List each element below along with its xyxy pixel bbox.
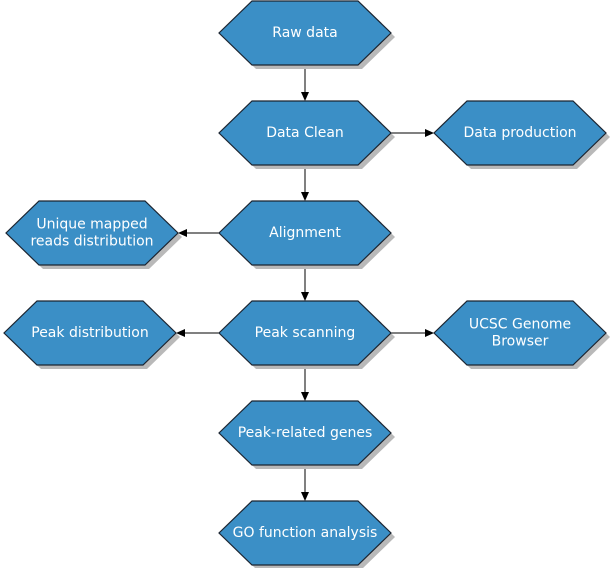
edge-arrow (391, 129, 434, 137)
node-data-production: Data production (433, 100, 610, 169)
node-label: Alignment (269, 225, 341, 241)
edge-arrowhead (301, 392, 309, 401)
edge-arrowhead (301, 92, 309, 101)
edge-arrowhead (425, 129, 434, 137)
edge-arrowhead (301, 492, 309, 501)
node-alignment: Alignment (218, 200, 395, 269)
edge-arrowhead (301, 192, 309, 201)
node-hexagon (218, 400, 392, 466)
node-raw-data: Raw data (218, 0, 395, 69)
node-label: Peak-related genes (238, 425, 373, 441)
edges-layer (176, 65, 434, 568)
node-hexagon (5, 200, 179, 266)
node-hexagon (218, 300, 392, 366)
edge-arrowhead (176, 329, 185, 337)
edge-arrow (301, 265, 309, 301)
node-label: Unique mapped (36, 217, 147, 233)
node-label: Raw data (272, 25, 337, 41)
edge-arrow (301, 165, 309, 201)
node-label: reads distribution (30, 234, 153, 250)
node-peak-related-genes: Peak-related genes (218, 400, 395, 469)
node-hexagon (433, 300, 607, 366)
edge-arrow (176, 329, 219, 337)
edge-arrow (178, 229, 219, 237)
node-go-function-analysis: GO function analysis (218, 500, 395, 568)
node-hexagon (433, 100, 607, 166)
node-label: UCSC Genome (469, 317, 571, 333)
node-peak-scanning: Peak scanning (218, 300, 395, 369)
node-hexagon (218, 0, 392, 66)
edge-arrow (301, 465, 309, 501)
edge-arrowhead (301, 292, 309, 301)
node-label: Data production (463, 125, 576, 141)
node-label: Peak distribution (31, 325, 148, 341)
node-label: Browser (492, 334, 549, 350)
edge-arrow (391, 329, 434, 337)
node-peak-distribution: Peak distribution (3, 300, 180, 369)
node-hexagon (218, 200, 392, 266)
edge-arrowhead (178, 229, 187, 237)
node-hexagon (218, 500, 392, 566)
node-hexagon (218, 100, 392, 166)
node-hexagon (3, 300, 177, 366)
node-data-clean: Data Clean (218, 100, 395, 169)
edge-arrow (301, 65, 309, 101)
edge-arrow (301, 365, 309, 401)
node-label: GO function analysis (233, 525, 378, 541)
node-label: Peak scanning (255, 325, 356, 341)
edge-arrowhead (425, 329, 434, 337)
node-label: Data Clean (266, 125, 344, 141)
